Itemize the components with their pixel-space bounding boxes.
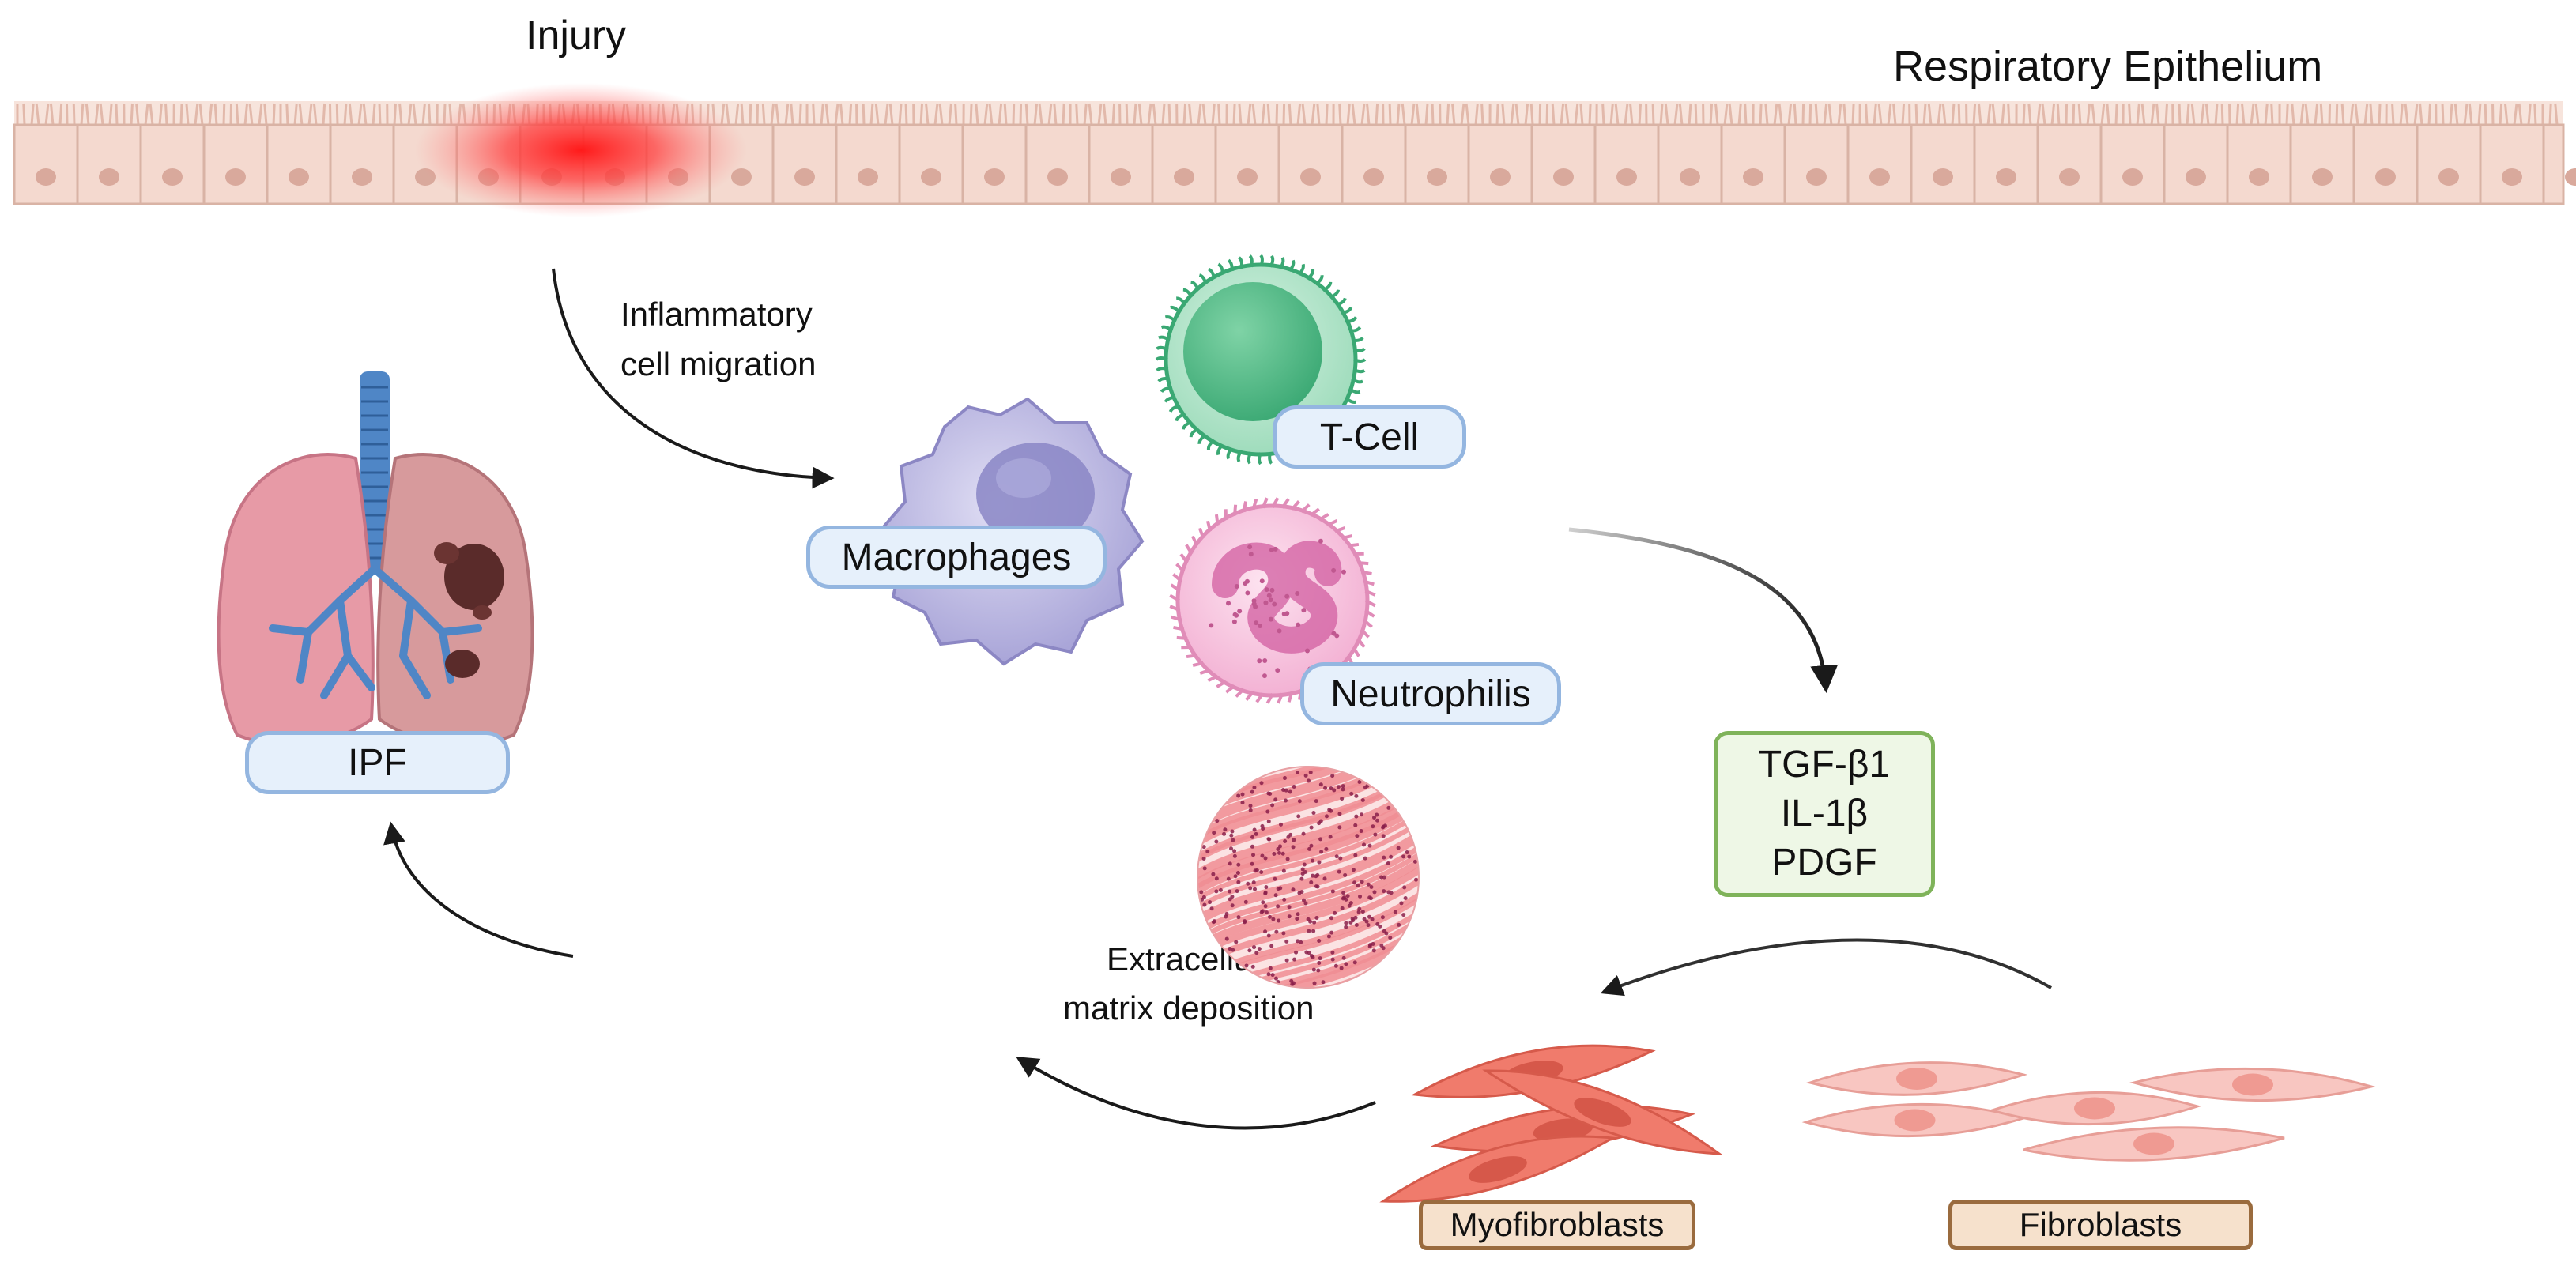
migration-label-line2: cell migration [620, 345, 816, 382]
fibroblasts-label: Fibroblasts [1948, 1200, 2253, 1250]
epithelium-label: Respiratory Epithelium [1893, 43, 2322, 90]
arrow-fibroblasts-to-myofibroblasts [1600, 938, 2052, 997]
macrophages-label: Macrophages [806, 526, 1107, 589]
respiratory-epithelium [13, 83, 2576, 217]
lungs-illustration [217, 371, 534, 747]
ipf-label: IPF [245, 731, 510, 794]
arrow-myofibroblasts-to-ecm [1016, 1057, 1376, 1130]
tcell-label: T-Cell [1273, 405, 1466, 469]
cytokine-il1: IL-1β [1780, 793, 1869, 835]
arrow-cells-to-cytokines [1568, 527, 1839, 693]
arrow-ecm-to-ipf [383, 821, 574, 958]
ecm-label-line2: matrix deposition [1063, 989, 1314, 1027]
cytokine-box: TGF-β1 IL-1β PDGF [1714, 731, 1935, 897]
myofibroblasts-label: Myofibroblasts [1419, 1200, 1695, 1250]
cytokine-pdgf: PDGF [1771, 842, 1877, 884]
neutrophils-label: Neutrophilis [1300, 662, 1561, 725]
injury-label: Injury [526, 13, 626, 58]
arrow-injury-to-cells [552, 268, 835, 489]
migration-label-line1: Inflammatory [620, 296, 813, 333]
fibroblast-cluster [1801, 1061, 2376, 1162]
injury-site [415, 83, 747, 217]
cytokine-tgf: TGF-β1 [1758, 744, 1891, 786]
myofibroblast-cluster [1379, 1044, 1723, 1203]
